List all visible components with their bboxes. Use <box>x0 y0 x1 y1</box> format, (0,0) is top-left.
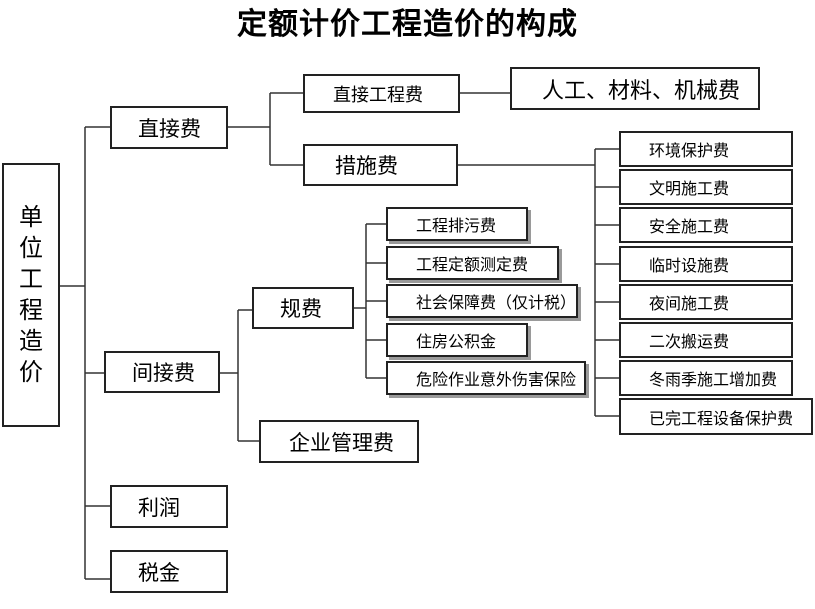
measures-item-label: 安全施工费 <box>649 217 730 236</box>
fees-item: 社会保障费（仅计税） <box>386 284 578 318</box>
node-profit: 利润 <box>110 485 228 528</box>
node-tax-label: 税金 <box>138 560 180 585</box>
root-node-label: 单位工程造价 <box>19 203 43 386</box>
fees-item: 危险作业意外伤害保险 <box>386 361 586 395</box>
node-enterprise-management-fee-label: 企业管理费 <box>289 430 394 455</box>
fees-item: 工程排污费 <box>386 207 528 241</box>
node-direct-cost: 直接费 <box>110 106 228 149</box>
measures-item: 夜间施工费 <box>619 284 793 320</box>
measures-item-label: 冬雨季施工增加费 <box>649 370 778 389</box>
measures-item-label: 临时设施费 <box>649 256 730 275</box>
node-regulatory-fees-label: 规费 <box>280 297 322 321</box>
measures-item-label: 夜间施工费 <box>649 294 730 313</box>
fees-item-label: 危险作业意外伤害保险 <box>416 370 577 389</box>
node-direct-project-cost: 直接工程费 <box>303 74 460 113</box>
fees-item-label: 住房公积金 <box>416 332 497 351</box>
node-measures-cost-label: 措施费 <box>335 154 398 178</box>
measures-item: 文明施工费 <box>619 169 793 205</box>
node-labor-material-machine-label: 人工、材料、机械费 <box>542 78 741 104</box>
node-direct-cost-label: 直接费 <box>138 116 201 141</box>
node-profit-label: 利润 <box>138 495 180 520</box>
node-tax: 税金 <box>110 550 228 593</box>
measures-item: 安全施工费 <box>619 207 793 243</box>
fees-item: 住房公积金 <box>386 323 528 357</box>
fees-item: 工程定额测定费 <box>386 246 559 280</box>
measures-item-label: 二次搬运费 <box>649 332 730 351</box>
measures-item: 二次搬运费 <box>619 322 793 358</box>
measures-item: 临时设施费 <box>619 246 793 282</box>
measures-item: 已完工程设备保护费 <box>619 398 813 435</box>
measures-item-label: 环境保护费 <box>649 141 730 160</box>
node-direct-project-cost-label: 直接工程费 <box>333 84 423 106</box>
fees-item-label: 工程排污费 <box>416 216 497 235</box>
measures-item: 冬雨季施工增加费 <box>619 360 793 396</box>
measures-item-label: 文明施工费 <box>649 179 730 198</box>
measures-item: 环境保护费 <box>619 131 793 167</box>
node-measures-cost: 措施费 <box>303 144 458 186</box>
node-indirect-cost: 间接费 <box>104 351 220 393</box>
node-indirect-cost-label: 间接费 <box>132 361 195 385</box>
diagram-title: 定额计价工程造价的构成 <box>237 7 578 42</box>
node-regulatory-fees: 规费 <box>252 287 354 329</box>
root-node-unit-project-cost: 单位工程造价 <box>2 163 60 427</box>
measures-item-label: 已完工程设备保护费 <box>649 408 794 428</box>
fees-item-label: 工程定额测定费 <box>416 255 529 274</box>
fees-item-label: 社会保障费（仅计税） <box>416 293 577 312</box>
node-labor-material-machine: 人工、材料、机械费 <box>510 67 760 110</box>
node-enterprise-management-fee: 企业管理费 <box>259 420 419 463</box>
